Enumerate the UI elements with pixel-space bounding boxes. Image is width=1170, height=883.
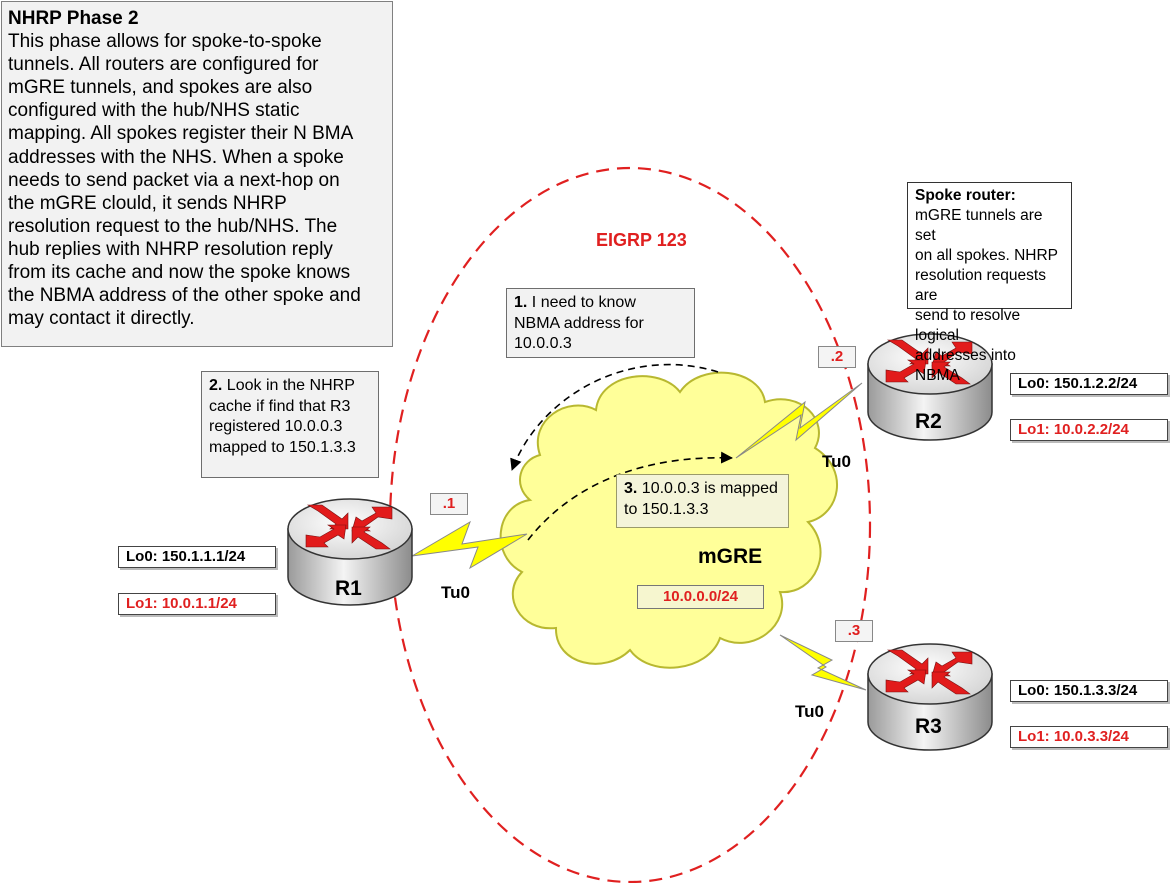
cloud-name: mGRE: [698, 545, 763, 568]
lightning-link-icon: [411, 520, 528, 570]
phase-line: mGRE tunnels, and spokes are also: [8, 77, 313, 99]
step-line: I need to know: [531, 294, 636, 311]
step-number: 2.: [209, 377, 223, 394]
lightning-link-icon: [735, 382, 863, 459]
eigrp-label: EIGRP 123: [596, 230, 687, 250]
r2-tunnel-host-ip: .2: [818, 346, 856, 368]
tunnel-network-label: 10.0.0.0/24: [637, 585, 764, 609]
step-line: 10.0.0.3: [514, 335, 572, 352]
phase-line: addresses with the NHS. When a spoke: [8, 146, 344, 168]
r2-name: R2: [915, 410, 942, 433]
r3-lo0-label: Lo0: 150.1.3.3/24: [1010, 680, 1168, 702]
step-number: 3.: [624, 480, 638, 497]
step-3-note: 3. 10.0.0.3 is mapped to 150.1.3.3: [616, 474, 789, 528]
step-1-note: 1. I need to know NBMA address for 10.0.…: [506, 288, 695, 358]
step-line: cache if find that R3: [209, 397, 351, 415]
phase-line: from its cache and now the spoke knows: [8, 262, 351, 284]
spoke-note-line: mGRE tunnels are set: [915, 207, 1043, 244]
phase-line: needs to send packet via a next-hop on: [8, 169, 340, 191]
step-line: mapped to 150.1.3.3: [209, 438, 356, 456]
r2-lo0-label: Lo0: 150.1.2.2/24: [1010, 373, 1168, 395]
r1-lo0-label: Lo0: 150.1.1.1/24: [118, 546, 276, 568]
r2-lo1-label: Lo1: 10.0.2.2/24: [1010, 419, 1168, 441]
r1-lo1-label: Lo1: 10.0.1.1/24: [118, 593, 276, 615]
phase-line: the mGRE clould, it sends NHRP: [8, 192, 287, 214]
phase-description-note: NHRP Phase 2 This phase allows for spoke…: [1, 1, 393, 347]
spoke-note-title: Spoke router:: [915, 187, 1016, 204]
step-line: Look in the NHRP: [226, 377, 355, 394]
phase-line: tunnels. All routers are configured for: [8, 54, 319, 76]
r1-tunnel-host-ip: .1: [430, 493, 468, 515]
step-line: registered 10.0.0.3: [209, 418, 343, 435]
r3-name: R3: [915, 715, 942, 738]
r2-tunnel-label: Tu0: [822, 452, 851, 471]
step-line: to 150.1.3.3: [624, 500, 709, 518]
step-number: 1.: [514, 294, 528, 311]
r1-name: R1: [335, 577, 362, 600]
phase-line: hub replies with NHRP resolution reply: [8, 238, 333, 260]
spoke-note-line: addresses into NBMA: [915, 347, 1016, 384]
dashed-arrow-icon: [510, 363, 719, 471]
step-line: NBMA address for: [514, 314, 644, 332]
spoke-note-line: on all spokes. NHRP: [915, 247, 1059, 264]
r3-tunnel-host-ip: .3: [835, 620, 873, 642]
phase-title: NHRP Phase 2: [8, 8, 139, 29]
phase-line: may contact it directly.: [8, 308, 195, 330]
spoke-note-line: send to resolve logical: [915, 307, 1021, 344]
phase-line: mapping. All spokes register their N BMA: [8, 123, 354, 145]
phase-line: the NBMA address of the other spoke and: [8, 285, 361, 307]
phase-line: This phase allows for spoke-to-spoke: [8, 31, 322, 53]
step-line: 10.0.0.3 is mapped: [641, 480, 778, 497]
lightning-link-icon: [779, 634, 867, 691]
r1-tunnel-label: Tu0: [441, 583, 470, 602]
spoke-note-line: resolution requests are: [915, 267, 1046, 304]
phase-line: configured with the hub/NHS static: [8, 100, 300, 122]
step-2-note: 2. Look in the NHRP cache if find that R…: [201, 371, 379, 478]
r3-lo1-label: Lo1: 10.0.3.3/24: [1010, 726, 1168, 748]
spoke-router-note: Spoke router: mGRE tunnels are set on al…: [907, 182, 1072, 384]
r3-tunnel-label: Tu0: [795, 702, 824, 721]
phase-line: resolution request to the hub/NHS. The: [8, 215, 338, 237]
